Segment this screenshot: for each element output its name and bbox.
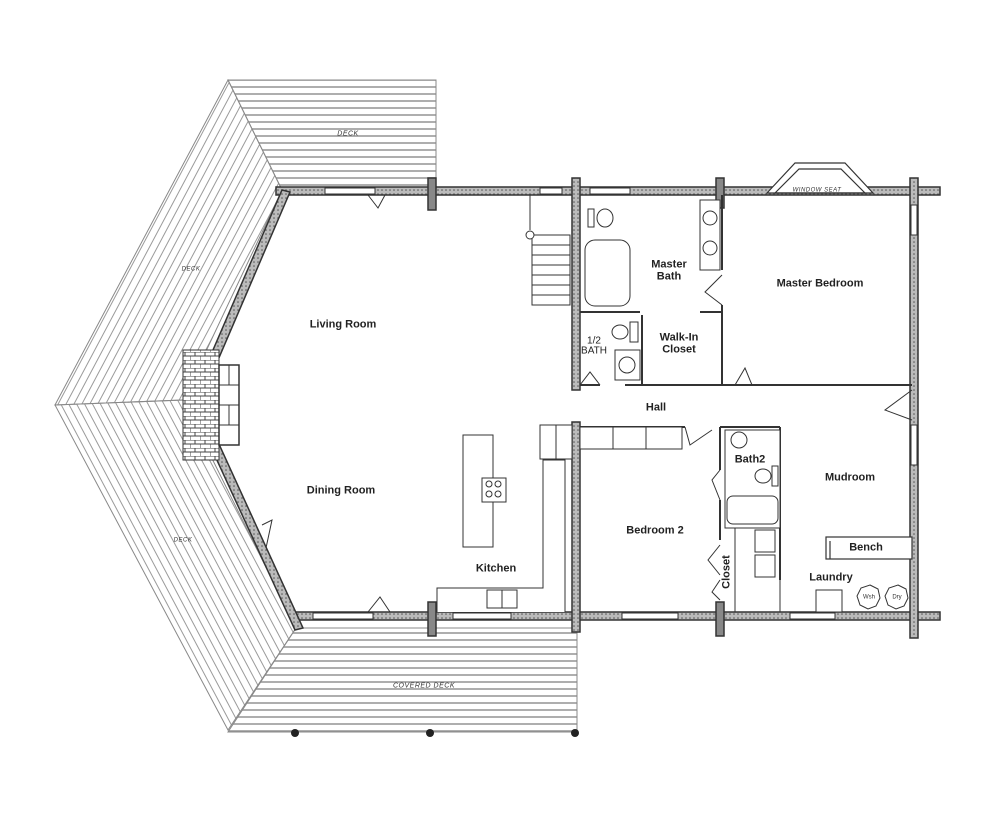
room-label-walk-in-closet-line2: Closet (662, 343, 696, 356)
master-bath-fixtures (584, 199, 721, 307)
room-label-half-bath-line1: 1/2 (587, 335, 601, 347)
room-label-hall: Hall (645, 401, 667, 414)
stairs (525, 195, 571, 306)
room-label-bedroom-2: Bedroom 2 (626, 524, 684, 537)
left-deck-upper (54, 78, 283, 406)
hall-built-ins (539, 424, 683, 460)
exterior-walls (208, 177, 941, 639)
door-swings (261, 194, 913, 613)
room-label-mudroom: Mudroom (824, 471, 876, 484)
room-label-master-bedroom: Master Bedroom (776, 277, 864, 290)
windows (312, 187, 918, 620)
deck-post (571, 729, 579, 737)
window-seat-bay (765, 162, 875, 194)
room-label-bath2: Bath2 (734, 453, 766, 466)
kitchen-fixtures (436, 434, 566, 612)
washer-label: Wsh (863, 594, 875, 601)
room-label-walk-in-closet-line1: Walk-In (659, 331, 699, 344)
window-seat-label: WINDOW SEAT (792, 187, 842, 194)
left-deck-lower (54, 399, 297, 731)
room-label-living-room: Living Room (309, 318, 377, 331)
deck-label-lower-left: DECK (173, 537, 193, 544)
room-label-dining-room: Dining Room (306, 484, 376, 497)
room-label-kitchen: Kitchen (475, 562, 517, 575)
laundry-fixtures (734, 527, 909, 613)
room-label-laundry: Laundry (809, 571, 853, 584)
deck-label-top: DECK (337, 130, 359, 138)
covered-deck-label: COVERED DECK (392, 682, 456, 690)
bath2-fixtures (724, 429, 781, 529)
half-bath-fixtures (611, 321, 641, 381)
room-label-master-bath-line1: Master (651, 258, 687, 271)
room-label-half-bath-line2: BATH (581, 345, 607, 357)
bench (825, 536, 913, 560)
room-label-master-bath-line2: Bath (656, 270, 682, 283)
deck-label-upper-left: DECK (181, 266, 201, 273)
deck-post (426, 729, 434, 737)
room-label-closet: Closet (720, 555, 733, 589)
dryer-label: Dry (892, 594, 902, 601)
fireplace (182, 349, 240, 461)
deck-post (291, 729, 299, 737)
bench-label: Bench (849, 541, 883, 554)
